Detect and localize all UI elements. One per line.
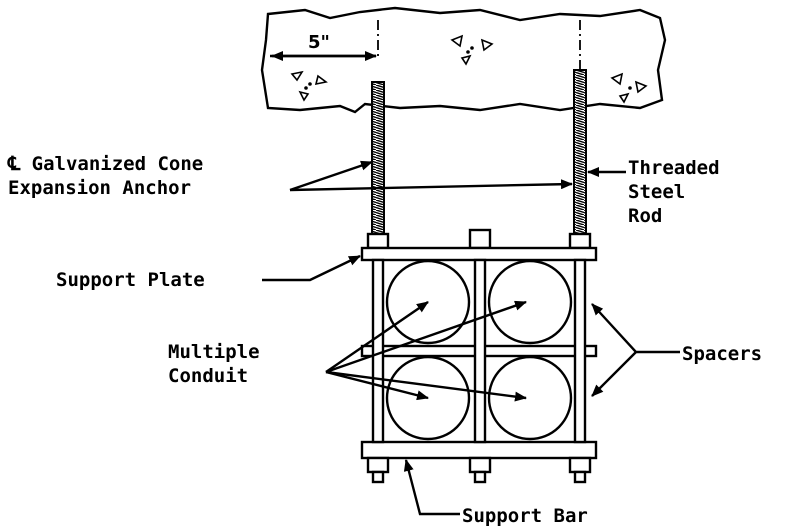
vertical-rod-center — [473, 258, 487, 444]
bottom-nut-left — [366, 456, 390, 474]
dimension-text: 5" — [308, 32, 330, 53]
label-anchor-line1: ℄ Galvanized Cone — [7, 153, 203, 175]
leader-conduit-4 — [325, 370, 527, 402]
leader-conduit-2 — [325, 300, 527, 374]
support-plate — [360, 246, 598, 262]
conduit-bottom-right — [487, 355, 573, 441]
top-nut-right — [568, 232, 592, 250]
label-spacers: Spacers — [682, 343, 762, 365]
leader-anchor-right — [289, 179, 573, 192]
leader-spacer-upper — [591, 303, 680, 354]
leader-anchor-left — [289, 160, 373, 192]
top-nut-center — [468, 228, 492, 250]
label-conduit-line2: Conduit — [168, 365, 248, 387]
conduit-top-right — [487, 259, 573, 345]
leader-support-plate — [262, 254, 361, 282]
threaded-rod-right — [573, 69, 587, 243]
bottom-nut-right — [568, 456, 592, 474]
concrete-slab — [260, 6, 667, 114]
label-anchor-line2: Expansion Anchor — [8, 177, 191, 199]
leader-spacer-lower — [591, 351, 637, 397]
label-rod-line3: Rod — [628, 205, 662, 227]
aggregate-marks — [290, 34, 648, 104]
label-support-plate: Support Plate — [56, 269, 205, 291]
vertical-rod-left — [371, 258, 385, 444]
support-bar — [360, 440, 598, 460]
label-conduit-line1: Multiple — [168, 341, 260, 363]
label-support-bar: Support Bar — [462, 505, 588, 527]
bottom-nut-center — [468, 456, 492, 474]
leader-conduit-1 — [325, 301, 429, 373]
leader-conduit-3 — [325, 370, 429, 401]
label-rod-line1: Threaded — [628, 157, 720, 179]
leader-support-bar — [403, 459, 460, 516]
threaded-rod-left — [371, 81, 385, 243]
vertical-rod-right — [573, 258, 587, 444]
top-nut-left — [366, 232, 390, 250]
label-rod-line2: Steel — [628, 181, 685, 203]
